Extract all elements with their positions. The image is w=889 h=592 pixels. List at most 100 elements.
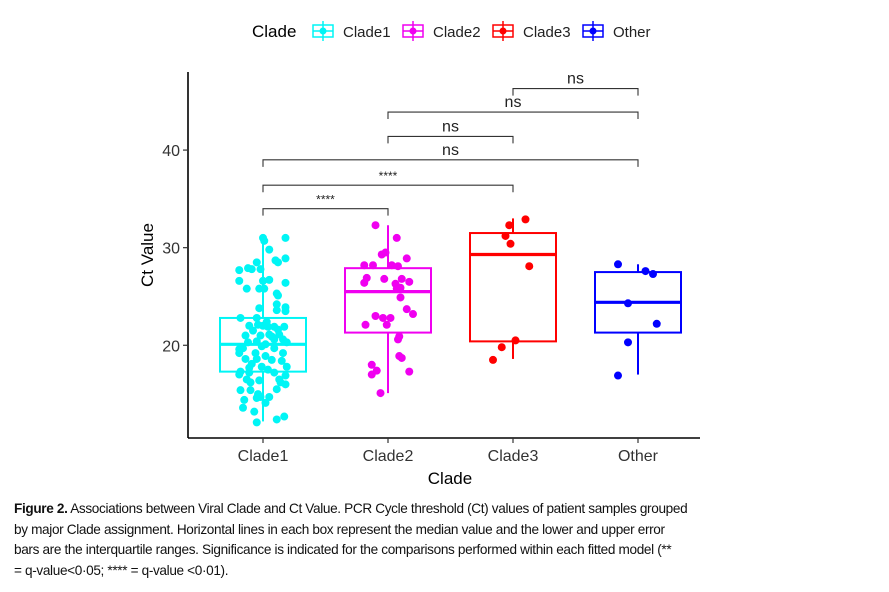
point-clade2 <box>376 389 385 398</box>
point-clade1 <box>264 365 272 374</box>
point-clade3 <box>501 231 510 240</box>
point-clade1 <box>272 300 281 309</box>
point-clade1 <box>259 276 267 285</box>
point-clade1 <box>267 355 276 364</box>
point-clade1 <box>256 331 265 340</box>
point-clade1 <box>247 359 256 368</box>
legend-title: Clade <box>252 22 296 41</box>
point-other <box>624 299 632 308</box>
point-other <box>641 267 650 276</box>
legend-key-point <box>319 27 327 35</box>
point-clade2 <box>397 274 406 283</box>
point-clade3 <box>521 215 530 224</box>
point-clade1 <box>272 415 281 424</box>
point-clade2 <box>367 370 376 379</box>
point-clade2 <box>381 248 390 257</box>
point-clade1 <box>281 371 290 380</box>
point-clade1 <box>244 338 252 347</box>
point-clade1 <box>246 386 255 395</box>
point-clade2 <box>371 221 380 230</box>
point-clade1 <box>252 393 261 402</box>
point-clade1 <box>235 266 244 275</box>
significance-label: **** <box>316 193 335 207</box>
point-clade3 <box>497 343 506 352</box>
box-clade3 <box>469 232 557 343</box>
point-clade2 <box>409 310 417 319</box>
bracket-clade1-clade3 <box>262 184 514 193</box>
point-clade1 <box>281 380 290 389</box>
point-clade1 <box>280 412 289 421</box>
point-clade1 <box>281 233 290 242</box>
significance-label: ns <box>442 118 459 135</box>
point-clade1 <box>280 322 289 331</box>
point-clade2 <box>360 278 369 287</box>
point-clade1 <box>281 307 290 316</box>
point-clade1 <box>236 313 245 322</box>
point-clade2 <box>379 313 387 322</box>
significance-label: ns <box>442 142 459 159</box>
point-clade1 <box>252 337 261 346</box>
point-clade2 <box>405 277 414 286</box>
point-clade2 <box>386 313 395 322</box>
point-clade1 <box>260 236 269 245</box>
point-clade2 <box>402 254 411 263</box>
legend-label-clade3: Clade3 <box>523 24 571 41</box>
caption-line-3: bars are the interquartile ranges. Signi… <box>14 542 672 557</box>
boxes <box>219 218 682 422</box>
point-clade3 <box>525 262 534 271</box>
point-clade2 <box>402 305 411 314</box>
box-clade2 <box>344 267 432 334</box>
legend-label-clade2: Clade2 <box>433 24 481 41</box>
point-clade1 <box>282 362 291 371</box>
point-clade1 <box>246 378 255 387</box>
bracket-clade1-clade2 <box>262 208 389 216</box>
point-clade1 <box>241 331 250 340</box>
point-clade1 <box>242 284 251 293</box>
point-clade1 <box>270 368 279 377</box>
point-clade1 <box>252 354 261 363</box>
point-clade1 <box>262 317 271 326</box>
point-clade1 <box>274 325 282 334</box>
point-clade1 <box>240 395 249 404</box>
point-clade1 <box>272 385 281 394</box>
y-axis-title: Ct Value <box>138 223 157 287</box>
point-clade2 <box>405 367 414 376</box>
significance-label: **** <box>379 169 398 183</box>
point-clade3 <box>511 336 520 345</box>
point-clade1 <box>255 304 264 313</box>
legend-key-point <box>499 27 507 35</box>
point-clade1 <box>277 356 286 365</box>
significance-label: ns <box>505 94 522 111</box>
point-clade1 <box>235 370 244 379</box>
point-clade1 <box>265 275 274 284</box>
point-clade1 <box>252 418 261 427</box>
point-clade1 <box>245 368 254 377</box>
point-clade1 <box>267 332 276 341</box>
caption-line-1: Associations between Viral Clade and Ct … <box>67 501 688 516</box>
point-other <box>614 260 622 269</box>
point-clade1 <box>239 403 247 412</box>
point-clade1 <box>272 306 281 315</box>
point-clade2 <box>387 261 396 270</box>
y-tick-label: 40 <box>162 143 180 160</box>
y-tick-label: 30 <box>162 241 180 258</box>
x-tick-label-clade2: Clade2 <box>363 448 414 465</box>
point-other <box>614 371 622 380</box>
point-clade1 <box>255 376 264 385</box>
point-clade1 <box>260 284 269 293</box>
point-clade2 <box>369 261 377 270</box>
point-clade1 <box>252 313 261 322</box>
point-clade2 <box>361 320 370 329</box>
point-clade2 <box>394 335 402 344</box>
point-other <box>624 338 632 347</box>
point-clade1 <box>274 291 282 300</box>
point-clade1 <box>249 326 257 335</box>
point-clade2 <box>360 261 369 270</box>
point-clade1 <box>235 349 244 358</box>
point-clade1 <box>250 407 259 416</box>
point-other <box>649 270 657 279</box>
point-clade2 <box>371 312 380 320</box>
point-clade1 <box>281 254 290 263</box>
